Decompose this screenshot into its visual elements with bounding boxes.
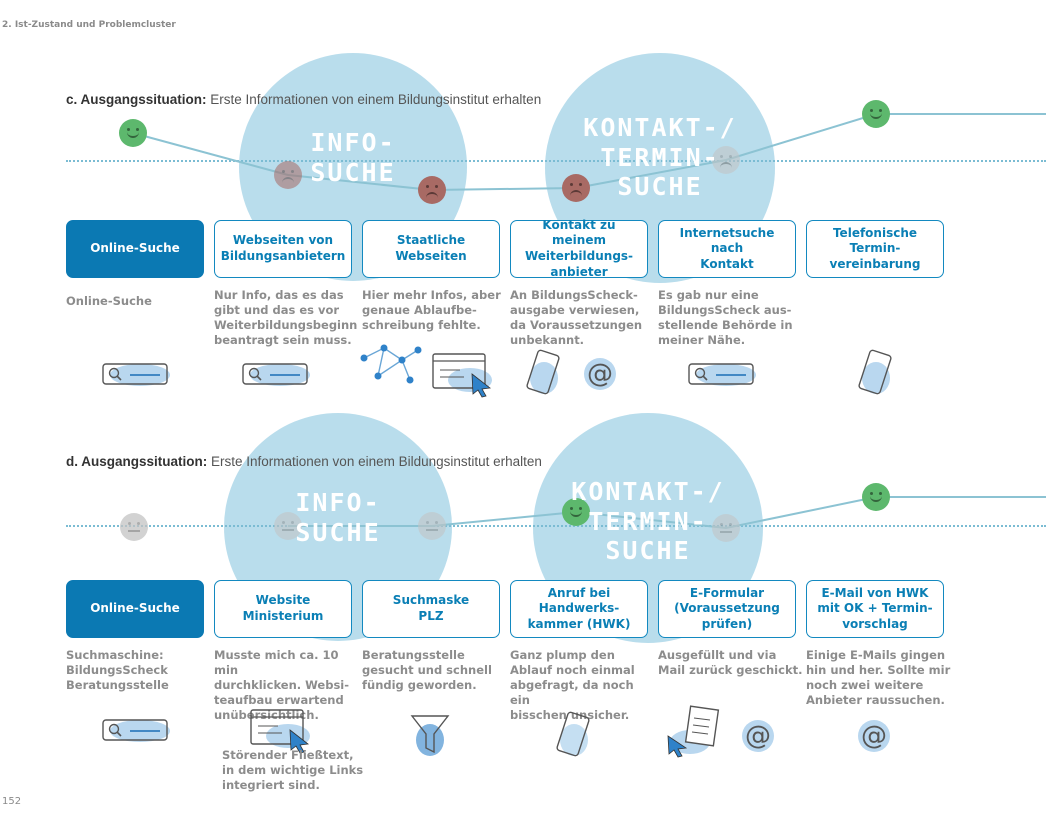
happy-face-icon bbox=[562, 498, 590, 526]
at-sign-icon: @ bbox=[584, 358, 616, 390]
running-head: 2. Ist-Zustand und Problemcluster bbox=[2, 20, 176, 30]
browser-click-icon bbox=[250, 709, 310, 754]
section-title: d. Ausgangssituation: Erste Informatione… bbox=[66, 454, 542, 469]
smartphone-icon bbox=[858, 349, 892, 395]
baseline bbox=[66, 160, 1046, 162]
step-box: Website Ministerium bbox=[214, 580, 352, 638]
at-sign-icon: @ bbox=[742, 720, 774, 752]
search-bar-icon bbox=[688, 363, 756, 386]
sad-face-icon bbox=[562, 174, 590, 202]
svg-text:@: @ bbox=[861, 721, 887, 751]
bubble-label-info-suche: INFO- SUCHE bbox=[310, 128, 396, 187]
step-box: E-Formular (Voraussetzung prüfen) bbox=[658, 580, 796, 638]
browser-click-icon bbox=[432, 353, 492, 398]
step-note: An BildungsScheck- ausgabe verwiesen, da… bbox=[510, 288, 643, 347]
search-bar-icon bbox=[102, 719, 170, 742]
sad-face-icon bbox=[418, 176, 446, 204]
step-box-online-suche: Online-Suche bbox=[66, 580, 204, 638]
neutral-face-icon bbox=[274, 512, 302, 540]
page-number: 152 bbox=[2, 796, 22, 807]
step-note: Ausgefüllt und via Mail zurück geschickt… bbox=[658, 648, 803, 677]
step-box: Telefonische Termin- vereinbarung bbox=[806, 220, 944, 278]
svg-text:@: @ bbox=[587, 359, 613, 389]
step-box-online-suche: Online-Suche bbox=[66, 220, 204, 278]
bubble-label-kontakt-termin-suche: KONTAKT-/ TERMIN- SUCHE bbox=[571, 477, 725, 565]
step-note: Hier mehr Infos, aber genaue Ablaufbe- s… bbox=[362, 288, 501, 332]
step-note: Beratungsstelle gesucht und schnell fünd… bbox=[362, 648, 492, 692]
step-note: Musste mich ca. 10 min durchklicken. Web… bbox=[214, 648, 350, 722]
neutral-face-icon bbox=[418, 512, 446, 540]
search-bar-icon bbox=[102, 363, 170, 386]
extra-note: Störender Fließtext, in dem wichtige Lin… bbox=[222, 748, 364, 792]
bubble-label-info-suche: INFO- SUCHE bbox=[295, 488, 381, 547]
step-note: Nur Info, das es das gibt und das es vor… bbox=[214, 288, 358, 347]
step-box: Suchmaske PLZ bbox=[362, 580, 500, 638]
sad-face-icon bbox=[712, 146, 740, 174]
smartphone-icon bbox=[556, 711, 590, 757]
happy-face-icon bbox=[119, 119, 147, 147]
search-bar-icon bbox=[242, 363, 310, 386]
step-box: Kontakt zu meinem Weiterbildungs- anbiet… bbox=[510, 218, 648, 279]
step-box: Staatliche Webseiten bbox=[362, 220, 500, 278]
step-box: Anruf bei Handwerks- kammer (HWK) bbox=[510, 580, 648, 638]
network-icon bbox=[360, 344, 422, 384]
step-box: Internetsuche nach Kontakt bbox=[658, 220, 796, 278]
funnel-icon bbox=[410, 715, 450, 756]
smartphone-icon bbox=[526, 349, 560, 395]
step-note: Ganz plump den Ablauf noch einmal abgefr… bbox=[510, 648, 635, 722]
happy-face-icon bbox=[862, 483, 890, 511]
form-click-icon bbox=[667, 705, 720, 758]
bubble-label-kontakt-termin-suche: KONTAKT-/ TERMIN- SUCHE bbox=[583, 113, 737, 201]
sad-face-icon bbox=[274, 161, 302, 189]
step-box: Webseiten von Bildungsanbietern bbox=[214, 220, 352, 278]
at-sign-icon: @ bbox=[858, 720, 890, 752]
happy-face-icon bbox=[862, 100, 890, 128]
svg-text:@: @ bbox=[745, 721, 771, 751]
step-box: E-Mail von HWK mit OK + Termin- vorschla… bbox=[806, 580, 944, 638]
baseline bbox=[66, 525, 1046, 527]
step-note: Es gab nur eine BildungsScheck aus- stel… bbox=[658, 288, 793, 347]
step-note: Einige E-Mails gingen hin und her. Sollt… bbox=[806, 648, 951, 707]
neutral-face-icon bbox=[120, 513, 148, 541]
neutral-face-icon bbox=[712, 514, 740, 542]
section-title: c. Ausgangssituation: Erste Informatione… bbox=[66, 92, 542, 107]
step-note: Online-Suche bbox=[66, 294, 152, 308]
step-note: Suchmaschine: BildungsScheck Beratungsst… bbox=[66, 648, 169, 692]
